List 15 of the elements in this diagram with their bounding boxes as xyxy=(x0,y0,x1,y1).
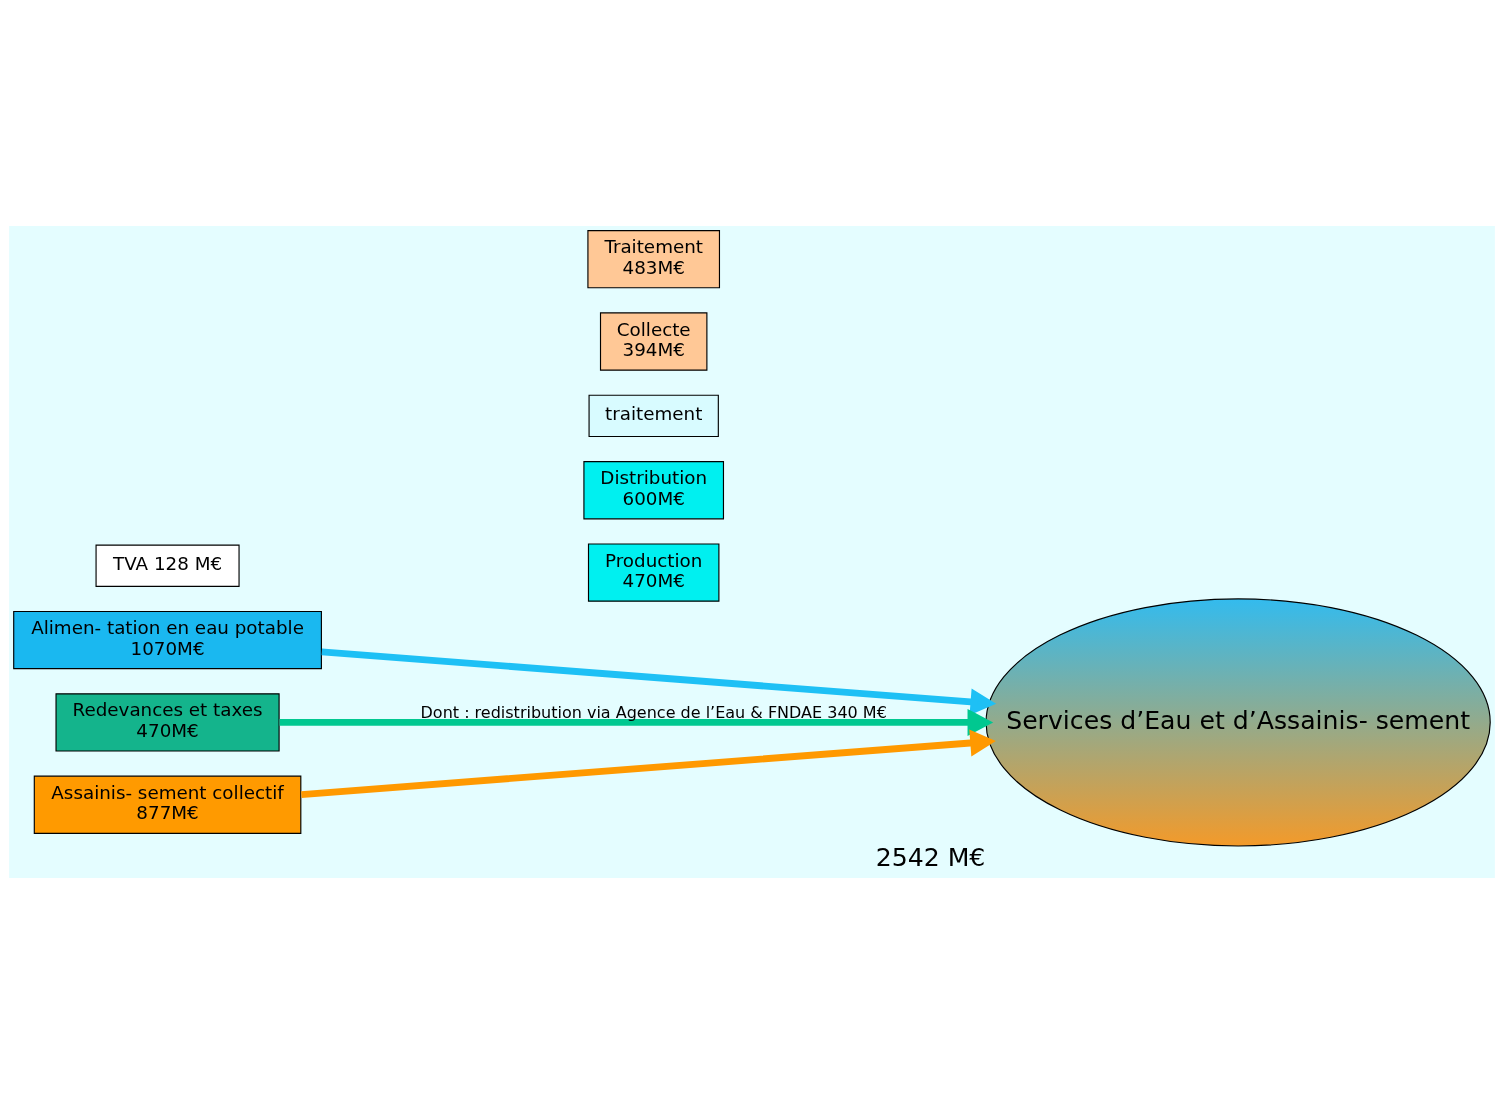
node-ellipse: Services d’Eau et d’Assainis- sement xyxy=(985,598,1491,847)
node-box: Alimen- tation en eau potable 1070M€ xyxy=(13,610,322,670)
arrow xyxy=(279,708,994,736)
node-box: traitement xyxy=(588,394,719,438)
arrow xyxy=(301,729,996,798)
node-box: TVA 128 M€ xyxy=(95,544,240,587)
edge-label: Dont : redistribution via Agence de l’Eau & FNDAE 340 M€ xyxy=(420,703,887,723)
arrow xyxy=(321,648,997,716)
node-label: 2542 M€ xyxy=(875,843,986,873)
node-box: Collecte 394M€ xyxy=(599,312,708,371)
node-box: Traitement 483M€ xyxy=(587,230,721,289)
node-box: Redevances et taxes 470M€ xyxy=(55,693,280,752)
node-box: Assainis- sement collectif 877M€ xyxy=(33,775,302,834)
node-box: Production 470M€ xyxy=(587,543,720,602)
node-box: Distribution 600M€ xyxy=(583,461,725,520)
